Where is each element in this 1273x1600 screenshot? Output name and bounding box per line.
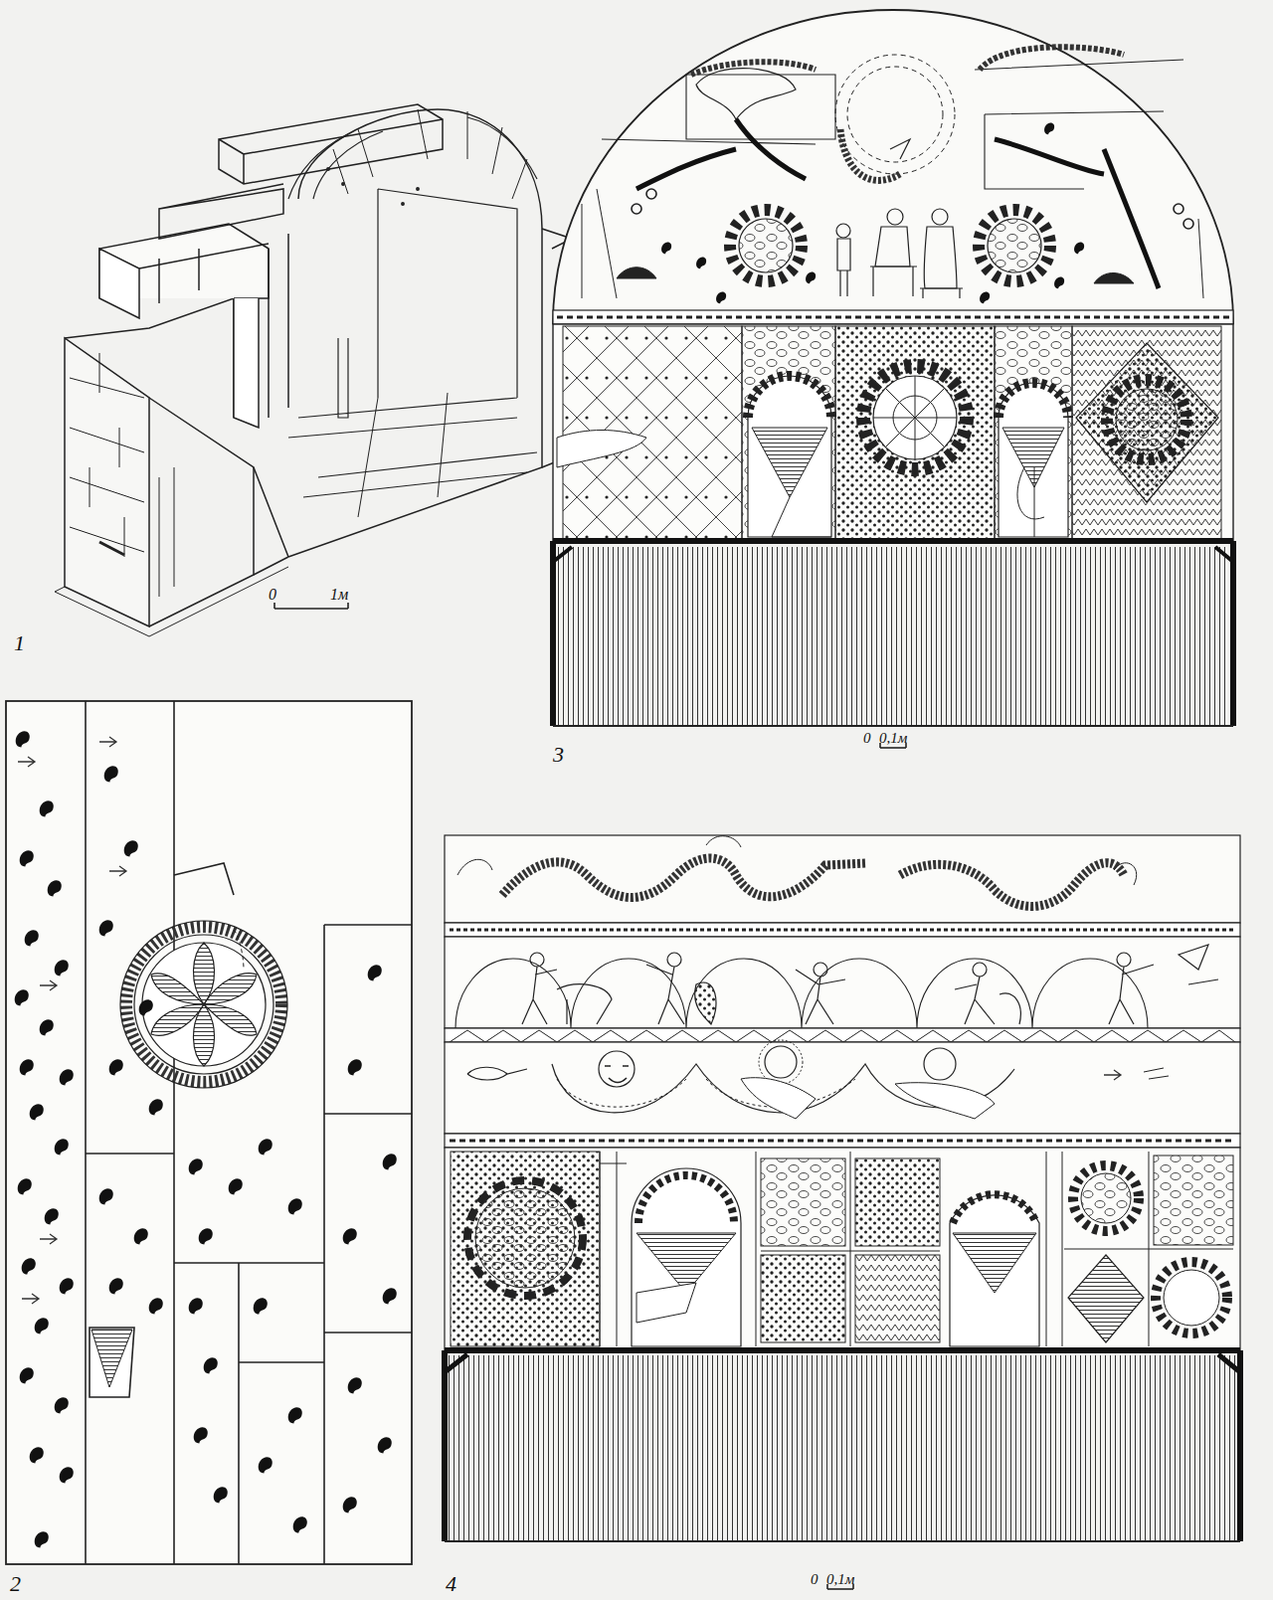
scale-text: 1м xyxy=(330,586,349,603)
scale-text: 0 xyxy=(268,586,277,603)
tomb-isometric xyxy=(54,104,572,637)
panel-number: 4 xyxy=(445,1573,457,1596)
floor-spots xyxy=(14,730,397,1548)
panel-number: 2 xyxy=(9,1573,21,1596)
long-wall xyxy=(444,835,1241,1542)
panel-number: 3 xyxy=(552,743,564,766)
scale-bar xyxy=(274,602,349,609)
scale-text: 0,1м xyxy=(879,730,908,746)
scale-text: 0,1м xyxy=(826,1572,855,1588)
floor-plan xyxy=(5,701,412,1565)
panel-number: 1 xyxy=(13,632,25,655)
lunette-wall xyxy=(552,9,1234,727)
scale-text: 0 xyxy=(810,1572,819,1588)
scale-text: 0 xyxy=(863,730,872,746)
